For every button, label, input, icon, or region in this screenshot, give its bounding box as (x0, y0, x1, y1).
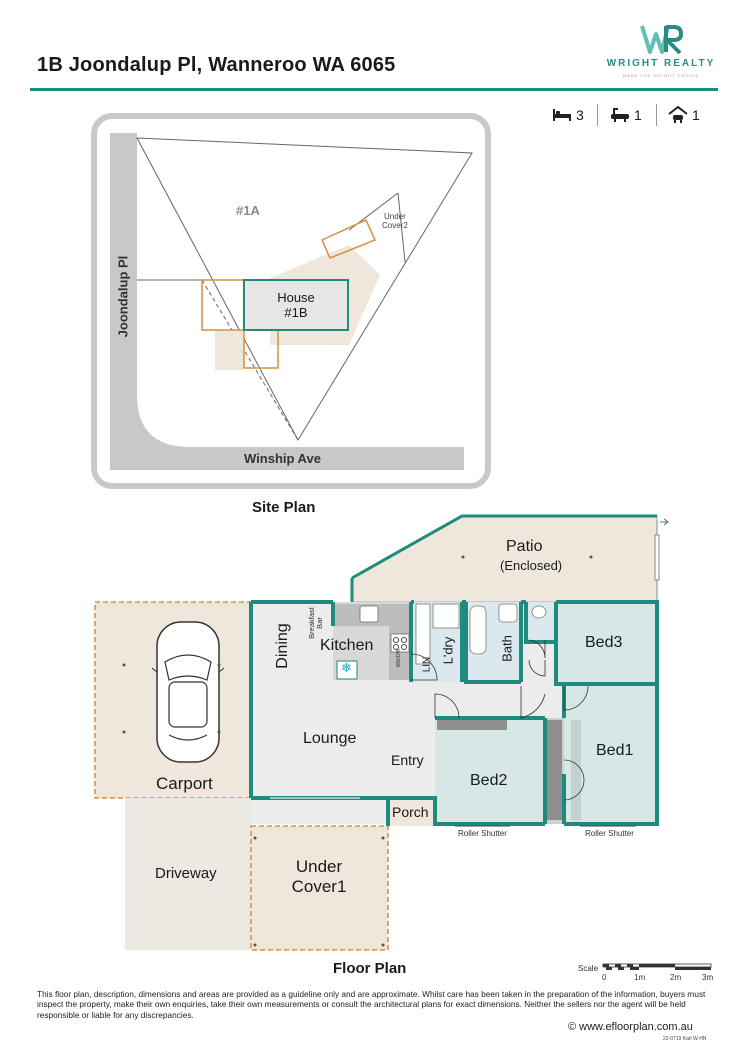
scale-tick-3: 3m (702, 973, 714, 982)
winship-street-label: Winship Ave (244, 451, 321, 466)
bed2-label: Bed2 (470, 772, 508, 789)
scale-bar (602, 963, 712, 970)
dining-label: Dining (274, 623, 291, 669)
garage-icon (668, 106, 688, 123)
bathrooms-count: 1 (634, 107, 642, 123)
roller-shutter-label-1: Roller Shutter (458, 829, 507, 838)
patio-label: Patio (506, 538, 543, 555)
undercover2-outline (321, 219, 377, 259)
car-icon (151, 621, 225, 763)
brand-tagline: MAKE THE WRIGHT CHOICE (622, 73, 700, 78)
driveway-area (125, 798, 251, 950)
house-label: House #1B (262, 290, 330, 320)
linen-label: LIN (421, 656, 433, 673)
bed-icon (553, 109, 571, 121)
brand-name: WRIGHT REALTY (606, 58, 716, 69)
undercover1-area (250, 825, 389, 951)
porch-label: Porch (392, 804, 429, 820)
laundry-label: L'dry (440, 636, 456, 665)
house-label-line2: #1B (284, 305, 308, 320)
breakfast-bar-line2: Bar (315, 617, 324, 629)
site-plan-caption: Site Plan (252, 499, 316, 516)
undercover2-line1: Under (384, 212, 406, 221)
plan-code: 22-0719 Karl W-HN (663, 1036, 707, 1042)
bed1-label: Bed1 (596, 742, 634, 759)
bath-icon (611, 108, 629, 122)
undercover1-line2: Cover1 (291, 877, 347, 896)
feature-divider (656, 104, 657, 126)
garages-count: 1 (692, 107, 700, 123)
house-label-line1: House (277, 290, 315, 305)
road (110, 133, 464, 470)
scale-label: Scale (578, 964, 599, 973)
undercover1-line1: Under (295, 857, 343, 876)
breakfast-bar-label: Breakfast Bar (307, 600, 324, 646)
bath-label: Bath (499, 635, 515, 662)
disclaimer-text: This floor plan, description, dimensions… (37, 989, 706, 1020)
garages-feature: 1 (668, 104, 700, 126)
scale-tick-1: 1m (634, 973, 646, 982)
floor-plan-caption: Floor Plan (333, 960, 407, 977)
undercover1-label: Under Cover1 (280, 857, 358, 897)
header-divider (30, 88, 718, 91)
snowflake-icon: ❄ (341, 660, 352, 675)
neighbor-lot-label: #1A (236, 203, 260, 218)
entry-label: Entry (391, 752, 424, 768)
driveway-label: Driveway (155, 865, 217, 882)
patio-sub-label: (Enclosed) (500, 558, 563, 573)
lounge-label: Lounge (303, 730, 357, 747)
undercover2-label: Under Cover2 (382, 212, 408, 230)
carport-label: Carport (156, 774, 213, 793)
roller-shutter-label-2: Roller Shutter (585, 829, 634, 838)
bedrooms-count: 3 (576, 107, 584, 123)
scale-tick-2: 2m (670, 973, 682, 982)
scale-tick-0: 0 (602, 973, 607, 982)
feature-divider (597, 104, 598, 126)
copyright-link[interactable]: © www.efloorplan.com.au (568, 1021, 693, 1033)
house-outline (243, 279, 349, 331)
bathrooms-feature: 1 (610, 104, 642, 126)
bedrooms-feature: 3 (552, 104, 584, 126)
wright-realty-logo (640, 25, 683, 55)
kitchen-label: Kitchen (320, 637, 374, 654)
bed3-label: Bed3 (585, 634, 623, 651)
undercover2-line2: Cover2 (382, 221, 408, 230)
appliance-label: WM/DW (396, 648, 402, 668)
property-address: 1B Joondalup Pl, Wanneroo WA 6065 (37, 54, 396, 76)
